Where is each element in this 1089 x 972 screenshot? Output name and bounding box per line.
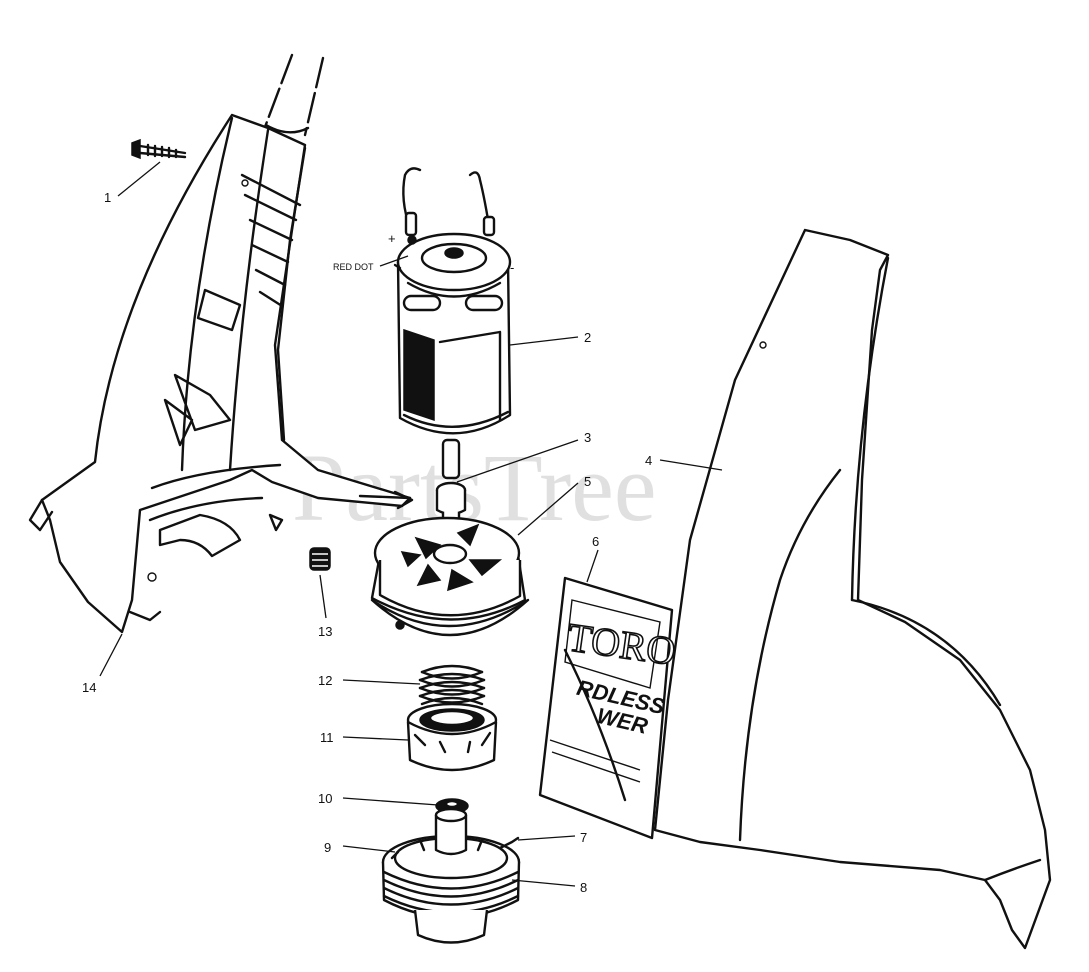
callout-14: 14 bbox=[82, 680, 96, 695]
fan-hub-part-5 bbox=[370, 516, 530, 637]
callout-4: 4 bbox=[645, 453, 652, 468]
motor-part-2 bbox=[393, 167, 512, 480]
screw-part-1 bbox=[131, 138, 187, 160]
plus-terminal-label: + bbox=[388, 231, 396, 246]
right-housing-part-4 bbox=[653, 228, 1052, 950]
small-spring-part-13 bbox=[309, 547, 331, 571]
callout-1: 1 bbox=[104, 190, 111, 205]
callout-11: 11 bbox=[320, 730, 334, 745]
shaft bbox=[260, 53, 325, 137]
callout-12: 12 bbox=[318, 673, 332, 688]
spring-part-12 bbox=[418, 664, 486, 706]
callout-8: 8 bbox=[580, 880, 587, 895]
callout-5: 5 bbox=[584, 474, 591, 489]
callout-6: 6 bbox=[592, 534, 599, 549]
spool-retainer-part-11 bbox=[406, 702, 498, 772]
callout-9: 9 bbox=[324, 840, 331, 855]
callout-10: 10 bbox=[318, 791, 332, 806]
spool-assembly-parts-7-8-9 bbox=[381, 807, 521, 944]
left-housing-part-14 bbox=[28, 113, 414, 634]
callout-13: 13 bbox=[318, 624, 332, 639]
callouts: 1 2 3 4 5 6 7 8 9 10 11 12 13 14 bbox=[82, 190, 652, 895]
motor-annotations: RED DOT + - bbox=[333, 231, 514, 275]
leader-lines bbox=[99, 161, 723, 887]
minus-terminal-label: - bbox=[510, 260, 514, 275]
callout-7: 7 bbox=[580, 830, 587, 845]
callout-2: 2 bbox=[584, 330, 591, 345]
decal-part-6: TORO RDLESS WER bbox=[538, 576, 679, 840]
red-dot-label: RED DOT bbox=[333, 262, 374, 272]
callout-3: 3 bbox=[584, 430, 591, 445]
